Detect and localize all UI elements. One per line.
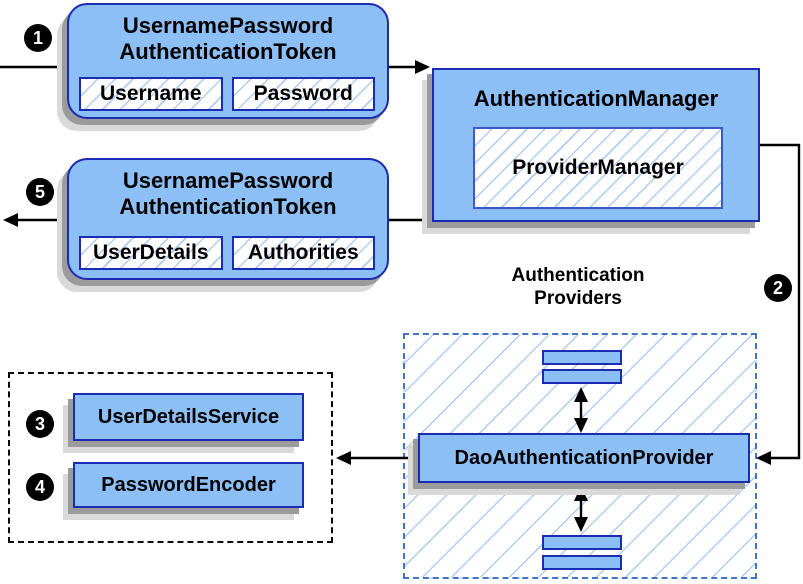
- authentication-providers-label-line2: Providers: [534, 288, 622, 309]
- username-password-token-response-box: UsernamePassword AuthenticationToken Use…: [67, 158, 389, 280]
- authentication-providers-label-line1: Authentication: [511, 265, 645, 286]
- step-1-label: 1: [32, 28, 43, 48]
- token-request-title: UsernamePassword AuthenticationToken: [69, 13, 387, 65]
- dao-authentication-provider-box: DaoAuthenticationProvider: [418, 433, 750, 483]
- username-field-box: Username: [79, 77, 223, 111]
- provider-stub-bottom-1: [542, 535, 622, 550]
- user-details-service-box: UserDetailsService: [73, 393, 304, 441]
- provider-stub-top-2: [542, 369, 622, 384]
- services-group-box: [8, 372, 333, 543]
- token-response-title-line1: UsernamePassword: [122, 168, 334, 193]
- step-5-label: 5: [34, 182, 45, 202]
- password-field-box: Password: [231, 77, 375, 111]
- token-response-fields: UserDetails Authorities: [79, 236, 375, 270]
- authorities-field-box: Authorities: [231, 236, 375, 270]
- manager-to-provider-arrow: [756, 143, 801, 465]
- token-request-title-line1: UsernamePassword: [122, 13, 334, 38]
- step-2-marker: 2: [764, 274, 792, 302]
- token-response-title-line2: AuthenticationToken: [119, 194, 337, 219]
- step-1-marker: 1: [24, 24, 52, 52]
- step-4-marker: 4: [26, 473, 54, 501]
- username-password-token-request-box: UsernamePassword AuthenticationToken Use…: [67, 3, 389, 119]
- step-3-marker: 3: [26, 410, 54, 438]
- provider-stub-bottom-2: [542, 555, 622, 570]
- step-2-label: 2: [772, 278, 783, 298]
- token-request-title-line2: AuthenticationToken: [119, 39, 337, 64]
- step-4-label: 4: [34, 477, 45, 497]
- authentication-manager-box: AuthenticationManager ProviderManager: [432, 68, 760, 222]
- token-response-title: UsernamePassword AuthenticationToken: [69, 168, 387, 220]
- step-3-label: 3: [34, 414, 45, 434]
- userdetails-field-box: UserDetails: [79, 236, 223, 270]
- authentication-providers-label: Authentication Providers: [448, 264, 708, 310]
- step-5-marker: 5: [26, 178, 54, 206]
- token-request-fields: Username Password: [79, 77, 375, 111]
- provider-stub-top-1: [542, 350, 622, 365]
- provider-manager-box: ProviderManager: [473, 127, 723, 209]
- authentication-manager-title: AuthenticationManager: [473, 86, 719, 111]
- password-encoder-box: PasswordEncoder: [73, 462, 304, 508]
